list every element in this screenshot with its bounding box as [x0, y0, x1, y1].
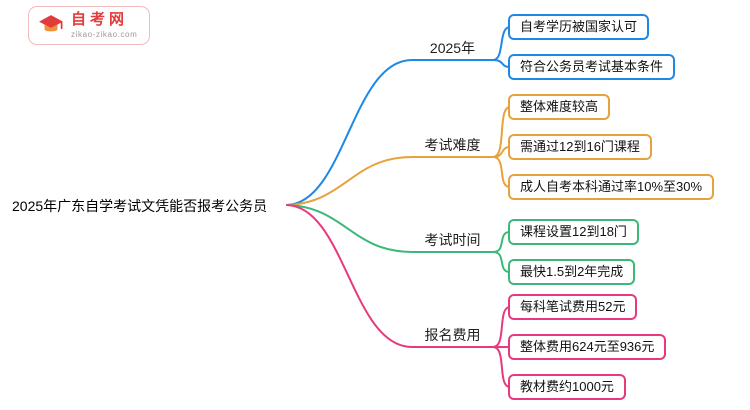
leaf-line	[492, 156, 511, 188]
branch-node-2025: 2025年	[429, 40, 476, 56]
branch-line-difficulty	[286, 156, 494, 206]
graduation-cap-icon	[38, 13, 64, 39]
logo-title: 自考网	[71, 11, 129, 28]
branch-line-fee	[286, 204, 494, 348]
site-logo: 自考网 zikao-zikao.com	[28, 6, 151, 46]
leaf-line	[492, 306, 511, 348]
logo-text: 自考网 zikao-zikao.com	[71, 11, 138, 39]
leaf-line	[492, 346, 511, 388]
leaf-node: 最快1.5到2年完成	[508, 259, 636, 285]
branch-node-time: 考试时间	[424, 232, 481, 248]
leaf-node: 课程设置12到18门	[508, 219, 639, 245]
leaf-node: 需通过12到16门课程	[508, 134, 652, 160]
leaf-line	[492, 59, 511, 68]
root-node: 2025年广东自学考试文凭能否报考公务员	[12, 198, 268, 214]
leaf-line	[492, 26, 511, 61]
leaf-line	[492, 251, 511, 273]
branch-node-difficulty: 考试难度	[424, 137, 481, 153]
leaf-node: 成人自考本科通过率10%至30%	[508, 174, 715, 200]
leaf-line	[492, 106, 511, 158]
leaf-node: 整体难度较高	[508, 94, 611, 120]
leaf-node: 符合公务员考试基本条件	[508, 54, 676, 80]
leaf-node: 整体费用624元至936元	[508, 334, 667, 360]
leaf-node: 教材费约1000元	[508, 374, 626, 400]
branch-line-time	[286, 204, 494, 253]
branch-node-fee: 报名费用	[424, 327, 481, 343]
branch-line-2025	[286, 59, 494, 206]
logo-url: zikao-zikao.com	[71, 29, 138, 39]
leaf-node: 自考学历被国家认可	[508, 14, 650, 40]
leaf-node: 每科笔试费用52元	[508, 294, 638, 320]
